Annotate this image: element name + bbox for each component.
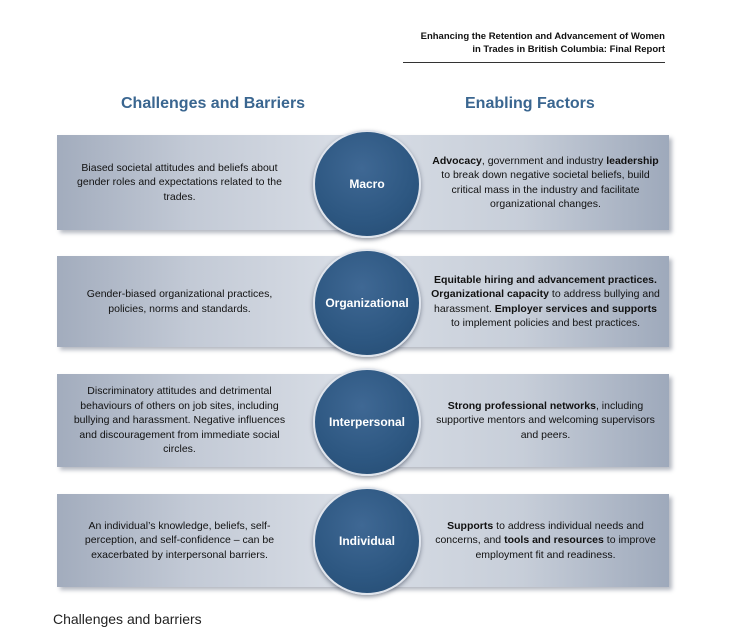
enabler-text-run: to address individual needs and concerns… <box>435 519 644 547</box>
challenges-column-title: Challenges and Barriers <box>121 95 306 112</box>
enabler-individual: Supports to address individual needs and… <box>422 494 669 587</box>
report-title-line-2: in Trades in British Columbia: Final Rep… <box>472 44 665 55</box>
level-circle-interpersonal: Interpersonal <box>313 368 421 476</box>
challenge-macro: Biased societal attitudes and beliefs ab… <box>57 135 302 230</box>
challenge-organizational: Gender-biased organizational practices, … <box>57 256 302 347</box>
enabler-text-run: , including supportive mentors and welco… <box>436 399 655 441</box>
enabler-key-phrase: Supports <box>447 519 494 532</box>
level-band-interpersonal: Discriminatory attitudes and detrimental… <box>57 374 669 467</box>
challenge-interpersonal: Discriminatory attitudes and detrimental… <box>57 374 302 467</box>
figure-caption: Challenges and barriers <box>53 611 202 627</box>
level-label: Macro <box>349 177 385 191</box>
enabler-key-phrase: tools and resources <box>504 534 604 547</box>
enabler-text: Equitable hiring and advancement practic… <box>430 273 661 331</box>
enabler-text-run: to break down negative societal beliefs,… <box>441 169 650 210</box>
level-label: Interpersonal <box>328 415 406 429</box>
enabler-text-run: to implement policies and best practices… <box>450 317 641 329</box>
enabler-interpersonal: Strong professional networks, including … <box>422 374 669 467</box>
challenge-text: Biased societal attitudes and beliefs ab… <box>77 161 282 203</box>
level-label: Organizational <box>325 296 409 310</box>
enabler-key-phrase: Equitable hiring and advancement practic… <box>431 273 657 301</box>
enabler-text: Strong professional networks, including … <box>430 399 661 443</box>
enabler-key-phrase: leadership <box>606 154 659 167</box>
enabler-key-phrase: Employer services and supports <box>494 302 657 315</box>
report-header: Enhancing the Retention and Advancement … <box>365 30 665 56</box>
enabler-text-run: , government and industry <box>481 154 607 167</box>
report-title-line-1: Enhancing the Retention and Advancement … <box>420 31 665 42</box>
challenge-individual: An individual’s knowledge, beliefs, self… <box>57 494 302 587</box>
enabler-text: Advocacy, government and industry leader… <box>430 154 661 212</box>
level-circle-macro: Macro <box>313 130 421 238</box>
level-label: Individual <box>338 534 395 548</box>
level-circle-organizational: Organizational <box>313 249 421 357</box>
enabler-text-run: to improve employment fit and readiness. <box>475 534 656 561</box>
enabler-text-run: to address bullying and harassment. <box>434 288 660 315</box>
enabler-organizational: Equitable hiring and advancement practic… <box>422 256 669 347</box>
challenge-text: An individual’s knowledge, beliefs, self… <box>84 519 275 561</box>
enabler-macro: Advocacy, government and industry leader… <box>422 135 669 230</box>
enabler-key-phrase: Strong professional networks <box>447 399 596 412</box>
header-divider <box>403 62 665 63</box>
challenge-text: Discriminatory attitudes and detrimental… <box>73 385 286 456</box>
enabler-key-phrase: Advocacy <box>432 154 482 167</box>
challenge-text: Gender-biased organizational practices, … <box>86 288 273 315</box>
enabler-text: Supports to address individual needs and… <box>430 519 661 563</box>
level-circle-individual: Individual <box>313 487 421 595</box>
enablers-column-title: Enabling Factors <box>465 95 595 112</box>
